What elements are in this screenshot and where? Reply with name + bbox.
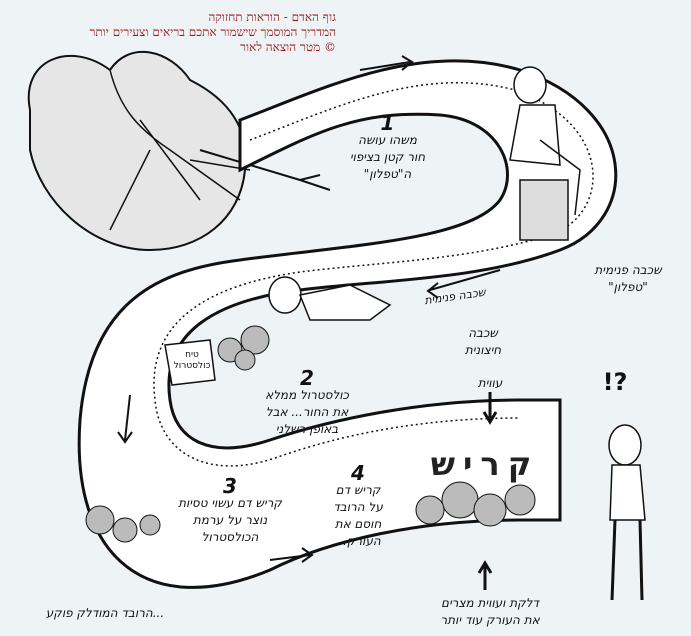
step-3-number: 3 <box>223 474 237 498</box>
clot-label: קריש <box>430 445 540 483</box>
bottom-note-line: דלקת ועווית מצרים <box>441 596 539 610</box>
step-1-line: ה"טפלון" <box>363 167 412 181</box>
cholesterol-box-label: טיח כולסטרול <box>170 350 214 372</box>
step-4-number: 4 <box>351 461 365 485</box>
outer-layer-label-line: שכבה <box>468 326 498 340</box>
step-4: 4 קריש דם על הרובד חוסם את העורק... <box>318 461 398 550</box>
bottom-note: דלקת ועווית מצרים את העורק עוד יותר <box>410 595 570 629</box>
inner-layer-label-line: "טפלון" <box>608 280 648 294</box>
worker-figure-right <box>608 424 646 601</box>
question-mark: ?! <box>602 368 628 396</box>
plaque-clusters <box>85 325 536 543</box>
angle-arrow-down <box>482 392 498 425</box>
step-2-line: כולסטרול ממלא <box>265 388 349 402</box>
outer-layer-label-line: חיצונית <box>464 343 502 357</box>
header-subtitle: המדריך המוסמך שישמור אתכם בריאים וצעירים… <box>89 25 336 39</box>
step-4-line: חוסם את <box>334 517 382 531</box>
header-publisher: © מטר הוצאה לאור <box>240 40 336 54</box>
flow-arrows <box>117 55 501 563</box>
step-2-line: באופן רשלני <box>275 422 339 436</box>
step-4-line: על הרובד <box>333 500 383 514</box>
bottom-note-line: את העורק עוד יותר <box>440 613 540 627</box>
step-4-line: העורק... <box>335 534 381 548</box>
header: גוף האדם - הוראות תחזוקה המדריך המוסמך ש… <box>6 10 336 55</box>
step-2-number: 2 <box>300 366 314 390</box>
step-3-line: הכולסטרול <box>201 530 259 544</box>
step-1: 1 משהו עושה חור קטן בציפוי ה"טפלון" <box>300 111 475 183</box>
step-2: 2 כולסטרול ממלא את החור... אבל באופן רשל… <box>222 366 392 438</box>
step-1-line: משהו עושה <box>358 133 417 147</box>
angle-arrow-up <box>477 560 493 590</box>
inner-layer-label: שכבה פנימית "טפלון" <box>568 262 688 296</box>
step-2-line: את החור... אבל <box>265 405 349 419</box>
step-3: 3 קריש דם עשוי טסיות נוצר על ערמת הכולסט… <box>150 474 310 546</box>
step-4-line: קריש דם <box>335 483 381 497</box>
heart-icon <box>27 51 331 252</box>
plaque-bursts-note: ...הרובד המודלק פוקע <box>45 606 165 620</box>
angle-label-top: עווית <box>477 376 503 390</box>
artery-vessel <box>77 59 618 589</box>
cholesterol-box-label-line: כולסטרול <box>173 361 211 371</box>
inner-layer-label-line: שכבה פנימית <box>594 263 662 277</box>
cholesterol-box-label-line: טיח <box>185 350 199 360</box>
step-1-number: 1 <box>380 111 395 135</box>
header-title: גוף האדם - הוראות תחזוקה <box>208 10 336 24</box>
worker-figure-middle <box>268 276 392 321</box>
step-1-line: חור קטן בציפוי <box>349 150 426 164</box>
step-3-line: קריש דם עשוי טסיות <box>178 496 282 510</box>
step-3-line: נוצר על ערמת <box>192 513 268 527</box>
outer-layer-label: שכבה חיצונית <box>438 325 528 359</box>
cholesterol-bucket <box>164 339 216 386</box>
worker-figure-top <box>509 66 581 241</box>
